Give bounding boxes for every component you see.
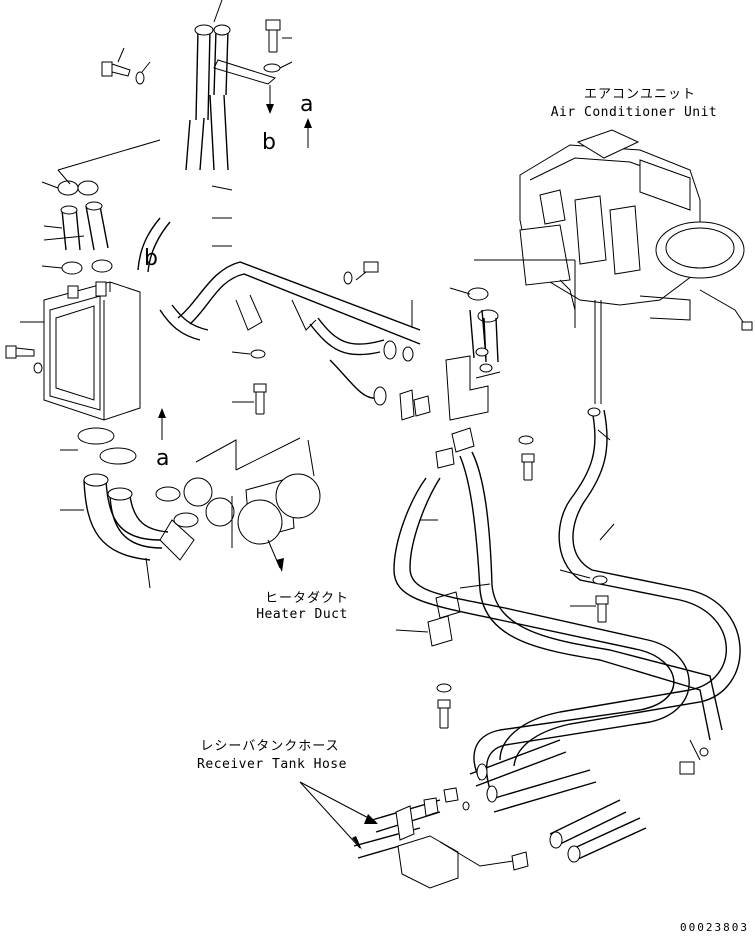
hoses-left xyxy=(43,201,109,251)
bolt-top-right xyxy=(265,19,292,53)
arrow-a-lower xyxy=(158,408,166,440)
ref-letter-a-top: a xyxy=(300,92,314,117)
top-pipe-assembly xyxy=(185,0,277,171)
receiver-leader-lines xyxy=(299,781,378,850)
hose-small-center xyxy=(137,217,209,341)
ref-letter-b-top: b xyxy=(262,130,276,155)
washer-top-right xyxy=(263,61,293,73)
bolt-left xyxy=(5,345,43,374)
duct-clamps xyxy=(60,427,137,465)
ref-letter-b-left: b xyxy=(144,246,158,271)
small-clamps-duct xyxy=(155,486,199,561)
right-connector xyxy=(679,739,709,775)
arrow-a xyxy=(304,118,312,148)
heater-duct-parts xyxy=(183,437,321,572)
leader-lines xyxy=(211,185,615,633)
drawing-number: 00023803 xyxy=(680,921,749,934)
receiver-hose-fittings xyxy=(469,739,647,863)
air-conditioner-unit xyxy=(474,129,753,404)
lower-washers-bolts xyxy=(436,407,609,729)
clamps-lower-left xyxy=(41,259,113,275)
arrow-b xyxy=(266,85,274,114)
air-conditioner-unit-label-jp: エアコンユニット xyxy=(583,87,696,102)
center-washers-bolts xyxy=(231,261,379,415)
ref-letter-a-bottom: a xyxy=(156,446,170,471)
air-conditioner-unit-label-en: Air Conditioner Unit xyxy=(550,105,718,120)
receiver-tank-hose-label-jp: レシーバタンクホース xyxy=(200,739,340,754)
heater-core xyxy=(20,281,141,421)
heater-duct-label-jp: ヒータダクト xyxy=(264,591,349,606)
elbow-hoses xyxy=(60,473,169,589)
bracket-fittings xyxy=(399,347,535,481)
ac-hoses-long xyxy=(393,409,741,791)
ac-hoses-short xyxy=(449,287,499,363)
clamps-upper-left xyxy=(41,139,161,196)
heater-duct-label-en: Heater Duct xyxy=(256,607,348,622)
heater-pipe-long xyxy=(177,261,421,406)
bolt-top-left xyxy=(101,47,151,85)
receiver-tank-bracket xyxy=(353,787,529,889)
receiver-tank-hose-label-en: Receiver Tank Hose xyxy=(197,757,347,772)
